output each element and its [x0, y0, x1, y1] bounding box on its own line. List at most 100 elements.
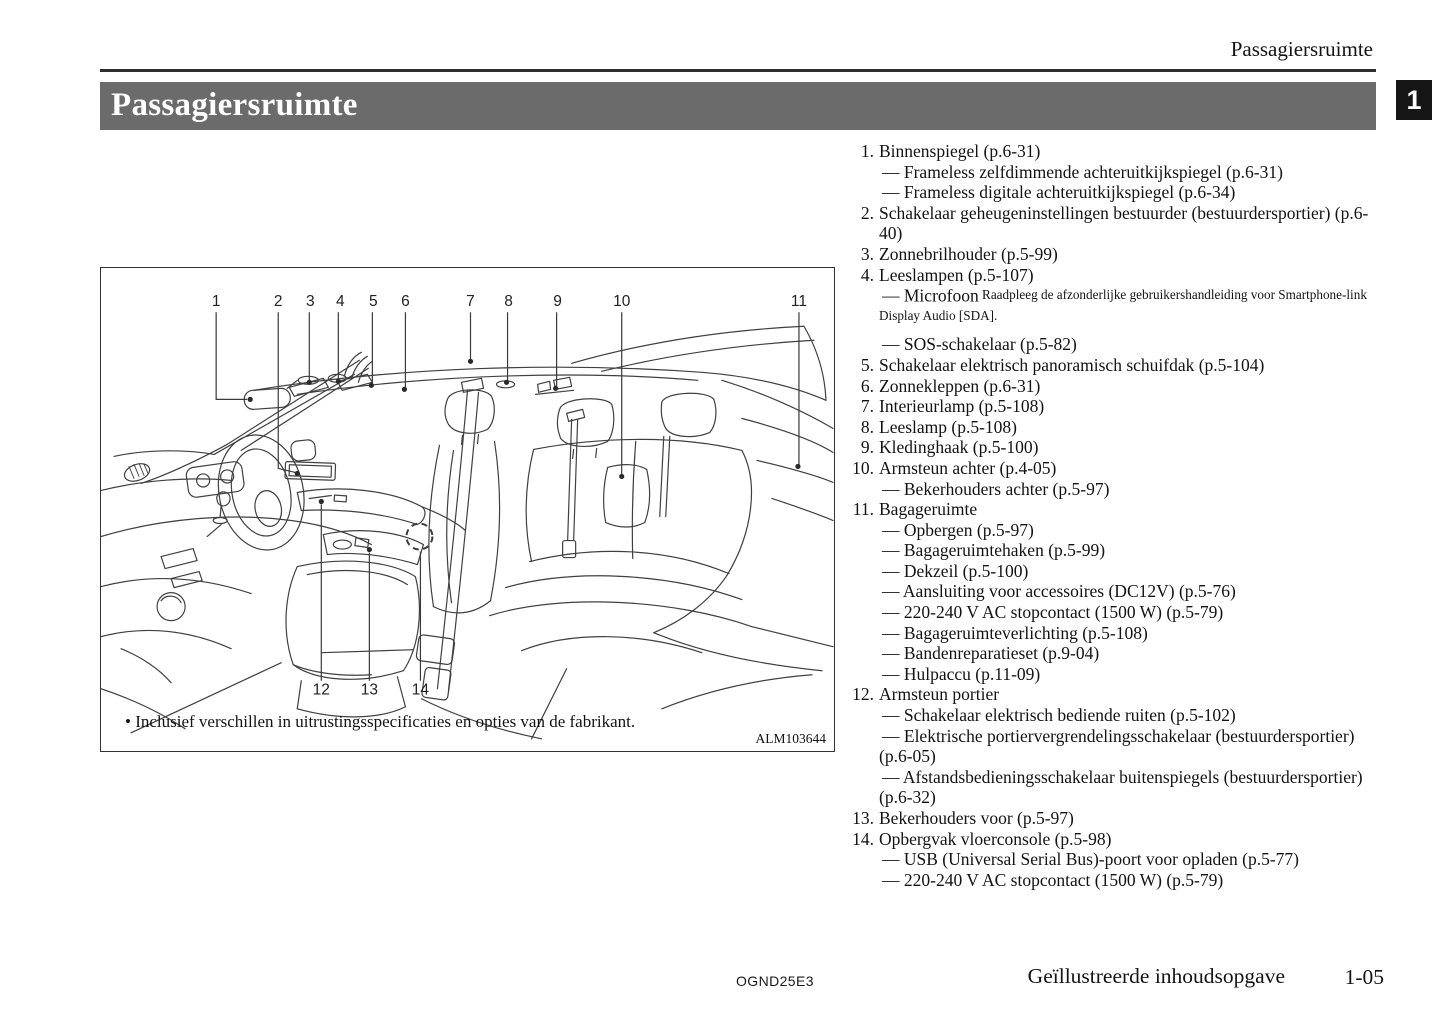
callout-label: 9	[553, 293, 562, 310]
item-body: Bekerhouders voor (p.5-97)	[879, 808, 1380, 829]
item-subtext: — Aansluiting voor accessoires (DC12V) (…	[882, 581, 1236, 602]
parts-list-item: 8.Leeslamp (p.5-108)	[850, 417, 1380, 438]
parts-list: 1.Binnenspiegel (p.6-31)— Frameless zelf…	[850, 141, 1380, 890]
item-body: Kledinghaak (p.5-100)	[879, 437, 1380, 458]
callout-label: 7	[466, 293, 475, 310]
item-subtext: — Hulpaccu (p.11-09)	[882, 663, 1041, 684]
chapter-number-tab: 1	[1396, 80, 1432, 120]
item-subtext: — Afstandsbedieningsschakelaar buitenspi…	[879, 766, 1363, 808]
item-subtext: — Opbergen (p.5-97)	[882, 519, 1034, 540]
diagram-caption: • Inclusief verschillen in uitrustingssp…	[125, 712, 636, 731]
item-subtext: — 220-240 V AC stopcontact (1500 W) (p.5…	[882, 869, 1224, 890]
item-number: 5.	[860, 354, 874, 375]
item-subtext: — Bagageruimteverlichting (p.5-108)	[882, 622, 1148, 643]
parts-list-item: 12.Armsteun portier— Schakelaar elektris…	[850, 684, 1380, 808]
callout-label: 2	[274, 293, 283, 310]
item-body: Armsteun portier— Schakelaar elektrisch …	[879, 684, 1380, 808]
item-number: 8.	[860, 416, 874, 437]
figure-code: ALM103644	[755, 731, 827, 746]
car-interior-illustration: 1 2 3 4 5 6 7 8 9 10 11 12 13 14	[101, 293, 834, 740]
item-text: Armsteun achter (p.4-05)	[879, 457, 1057, 478]
item-body: Zonnebrilhouder (p.5-99)	[879, 244, 1380, 265]
item-subtext: — Bagageruimtehaken (p.5-99)	[882, 540, 1106, 561]
item-subtext: — Dekzeil (p.5-100)	[882, 560, 1029, 581]
item-body: Schakelaar geheugeninstellingen bestuurd…	[879, 203, 1380, 244]
callout-labels: 1 2 3 4 5 6 7 8 9 10 11 12 13 14	[212, 293, 807, 699]
item-text: Bekerhouders voor (p.5-97)	[879, 808, 1074, 828]
header-rule	[100, 69, 1376, 72]
footer-page-number: 1-05	[1344, 965, 1384, 989]
item-body: Leeslamp (p.5-108)	[879, 417, 1380, 438]
callout-label: 14	[412, 682, 430, 699]
callout-label: 1	[212, 293, 221, 310]
parts-list-item: 9.Kledinghaak (p.5-100)	[850, 437, 1380, 458]
callout-label: 12	[313, 682, 330, 699]
item-text: Schakelaar elektrisch panoramisch schuif…	[879, 354, 1265, 375]
item-subtext: — SOS-schakelaar (p.5-82)	[882, 334, 1077, 355]
callout-label: 8	[504, 293, 513, 310]
item-text: Bagageruimte	[879, 499, 978, 520]
item-body: Opbergvak vloerconsole (p.5-98)— USB (Un…	[879, 829, 1380, 891]
item-subtext: — Frameless zelfdimmende achteruitkijksp…	[882, 161, 1283, 182]
item-number: 11.	[852, 499, 874, 520]
parts-list-item: 13.Bekerhouders voor (p.5-97)	[850, 808, 1380, 829]
item-body: Zonnekleppen (p.6-31)	[879, 376, 1380, 397]
item-text: Binnenspiegel (p.6-31)	[879, 141, 1041, 161]
item-subtext: — Bekerhouders achter (p.5-97)	[882, 478, 1110, 499]
item-text: Kledinghaak (p.5-100)	[879, 437, 1039, 458]
item-text: Leeslampen (p.5-107)	[879, 264, 1034, 285]
item-text: Leeslamp (p.5-108)	[879, 416, 1018, 437]
item-body: Interieurlamp (p.5-108)	[879, 396, 1380, 417]
callout-label: 11	[791, 293, 807, 310]
item-number: 13.	[852, 808, 874, 828]
item-body: Leeslampen (p.5-107)— Microfoon Raadplee…	[879, 265, 1380, 355]
callout-label: 10	[613, 293, 631, 310]
item-subtext: — 220-240 V AC stopcontact (1500 W) (p.5…	[882, 602, 1224, 623]
item-subtext: — Bandenreparatieset (p.9-04)	[882, 643, 1100, 664]
item-body: Bagageruimte— Opbergen (p.5-97)— Bagager…	[879, 499, 1380, 684]
diagram-frame: 1 2 3 4 5 6 7 8 9 10 11 12 13 14 • Inclu…	[100, 267, 835, 752]
item-number: 12.	[852, 684, 874, 705]
parts-list-item: 2.Schakelaar geheugeninstellingen bestuu…	[850, 203, 1380, 244]
item-text: Schakelaar geheugeninstellingen bestuurd…	[879, 202, 1369, 244]
callout-label: 3	[306, 293, 315, 310]
item-number: 2.	[860, 202, 874, 223]
parts-list-item: 6.Zonnekleppen (p.6-31)	[850, 376, 1380, 397]
item-number: 9.	[860, 437, 874, 458]
item-number: 3.	[860, 243, 874, 264]
parts-list-item: 5.Schakelaar elektrisch panoramisch schu…	[850, 355, 1380, 376]
item-subtext: — Frameless digitale achteruitkijkspiege…	[882, 182, 1236, 203]
callout-label: 6	[401, 293, 410, 310]
parts-list-item: 3.Zonnebrilhouder (p.5-99)	[850, 244, 1380, 265]
running-header: Passagiersruimte	[1230, 37, 1373, 61]
footer-section-title: Geïllustreerde inhoudsopgave	[1027, 964, 1285, 988]
callout-label: 4	[336, 293, 345, 310]
item-number: 4.	[860, 264, 874, 285]
item-subtext: — Elektrische portiervergrendelingsschak…	[879, 725, 1355, 767]
item-text: Opbergvak vloerconsole (p.5-98)	[879, 828, 1112, 849]
drawing-strokes	[101, 325, 834, 740]
page-title: Passagiersruimte	[111, 87, 358, 123]
item-subtext: — Schakelaar elektrisch bediende ruiten …	[882, 705, 1236, 726]
footer-doc-code: OGND25E3	[736, 973, 814, 989]
callout-label: 13	[361, 682, 378, 699]
item-number: 1.	[860, 141, 874, 161]
callout-dots	[247, 358, 801, 553]
item-text: Zonnekleppen (p.6-31)	[879, 375, 1041, 396]
parts-list-item: 4.Leeslampen (p.5-107)— Microfoon Raadpl…	[850, 265, 1380, 355]
callout-label: 5	[369, 293, 378, 310]
item-note: Raadpleeg de afzonderlijke gebruikershan…	[879, 287, 1367, 324]
item-subtext: — Microfoon Raadpleeg de afzonderlijke g…	[879, 285, 1367, 324]
item-number: 10.	[852, 457, 874, 478]
item-body: Schakelaar elektrisch panoramisch schuif…	[879, 355, 1380, 376]
item-number: 6.	[860, 375, 874, 396]
item-subtext: — USB (Universal Serial Bus)-poort voor …	[882, 849, 1300, 870]
item-text: Interieurlamp (p.5-108)	[879, 396, 1045, 417]
parts-list-item: 1.Binnenspiegel (p.6-31)— Frameless zelf…	[850, 141, 1380, 203]
item-body: Binnenspiegel (p.6-31)— Frameless zelfdi…	[879, 141, 1380, 203]
parts-list-item: 14.Opbergvak vloerconsole (p.5-98)— USB …	[850, 829, 1380, 891]
item-number: 14.	[852, 828, 874, 849]
parts-list-item: 11.Bagageruimte— Opbergen (p.5-97)— Baga…	[850, 499, 1380, 684]
item-number: 7.	[860, 396, 874, 417]
chapter-title-bar: Passagiersruimte	[100, 82, 1376, 130]
